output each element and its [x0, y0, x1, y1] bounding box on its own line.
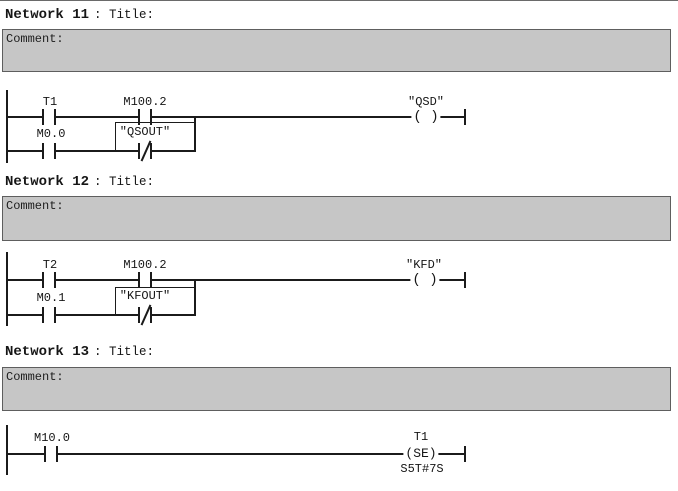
rung-wire-top: [6, 116, 466, 118]
no-contact-m100-2[interactable]: [138, 272, 152, 288]
network-11-name: Network 11: [5, 7, 90, 23]
no-contact-m0-0[interactable]: [42, 143, 56, 159]
network-12-header[interactable]: Network 12 : Title:: [5, 172, 154, 190]
no-contact-m100-2[interactable]: [138, 109, 152, 125]
contact-label[interactable]: "QSOUT": [119, 125, 171, 139]
left-power-rail: [6, 425, 8, 475]
se-timer-coil-t1[interactable]: (SE): [403, 446, 439, 461]
rail-terminator: [464, 446, 466, 462]
network-11-header[interactable]: Network 11 : Title:: [5, 5, 154, 23]
branch-merge-wire: [194, 116, 196, 152]
contact-label[interactable]: M0.1: [36, 291, 66, 305]
nc-contact-kfout[interactable]: [138, 304, 152, 326]
contact-label[interactable]: M100.2: [123, 95, 167, 109]
comment-label: Comment:: [6, 32, 64, 46]
selection-box-qsout: [115, 122, 195, 152]
comment-label: Comment:: [6, 370, 64, 384]
contact-label[interactable]: T1: [42, 95, 58, 109]
network-12-name: Network 12: [5, 174, 90, 190]
no-contact-m0-1[interactable]: [42, 307, 56, 323]
output-coil-kfd[interactable]: ( ): [410, 272, 440, 288]
network-13-header[interactable]: Network 13 : Title:: [5, 342, 154, 360]
network-12-comment-box[interactable]: Comment:: [2, 196, 671, 241]
timer-duration-label[interactable]: S5T#7S: [400, 462, 444, 476]
no-contact-m10-0[interactable]: [44, 446, 58, 462]
comment-label: Comment:: [6, 199, 64, 213]
rung-wire-branch: [6, 314, 196, 316]
contact-label[interactable]: "KFOUT": [119, 289, 171, 303]
network-12-title[interactable]: : Title:: [94, 175, 155, 189]
rung-wire-branch: [6, 150, 196, 152]
rung-wire-top: [6, 279, 466, 281]
network-13-comment-box[interactable]: Comment:: [2, 367, 671, 411]
network-11-comment-box[interactable]: Comment:: [2, 29, 671, 72]
contact-label[interactable]: T2: [42, 258, 58, 272]
contact-label[interactable]: M0.0: [36, 127, 66, 141]
no-contact-t1[interactable]: [42, 109, 56, 125]
network-13-title[interactable]: : Title:: [94, 345, 155, 359]
coil-label[interactable]: T1: [413, 430, 429, 444]
network-11-title[interactable]: : Title:: [94, 8, 155, 22]
nc-slash-icon: [140, 304, 152, 326]
nc-slash-icon: [140, 140, 152, 162]
selection-box-kfout: [115, 287, 195, 316]
rail-terminator: [464, 272, 466, 288]
rail-terminator: [464, 109, 466, 125]
output-coil-qsd[interactable]: ( ): [411, 109, 441, 125]
network-13-name: Network 13: [5, 344, 90, 360]
left-power-rail: [6, 90, 8, 163]
coil-label[interactable]: "QSD": [407, 95, 445, 109]
no-contact-t2[interactable]: [42, 272, 56, 288]
coil-label[interactable]: "KFD": [405, 258, 443, 272]
left-power-rail: [6, 252, 8, 326]
contact-label[interactable]: M100.2: [123, 258, 167, 272]
rung-wire: [6, 453, 466, 455]
branch-merge-wire: [194, 279, 196, 316]
contact-label[interactable]: M10.0: [33, 431, 71, 445]
nc-contact-qsout[interactable]: [138, 140, 152, 162]
